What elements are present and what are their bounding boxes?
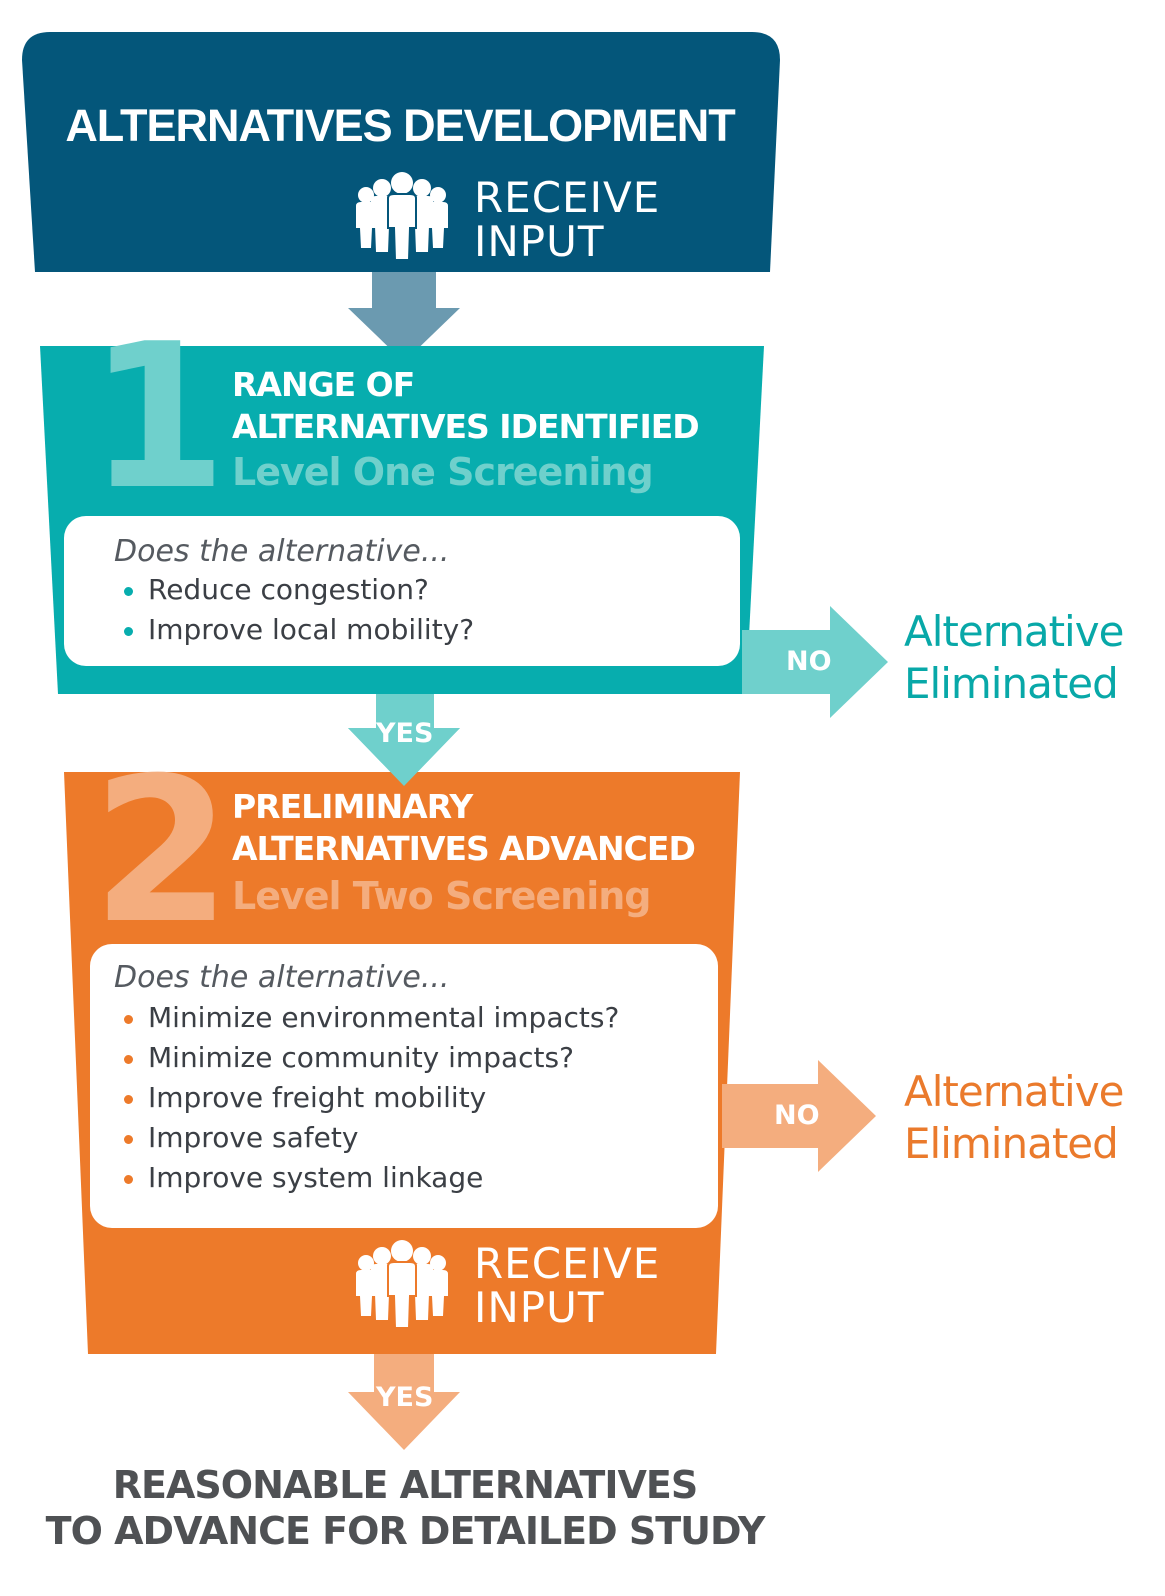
level2-criteria-card: Does the alternative... Minimize environ…	[90, 944, 718, 1228]
eliminated-line2: Eliminated	[904, 659, 1119, 708]
eliminated-line1: Alternative	[904, 607, 1124, 656]
level2-heading: PRELIMINARY ALTERNATIVES ADVANCED	[232, 786, 696, 870]
level2-yes-label: YES	[376, 1382, 434, 1413]
criterion-text: Improve freight mobility	[148, 1081, 487, 1114]
level2-eliminated: Alternative Eliminated	[904, 1066, 1124, 1170]
criterion-text: Improve local mobility?	[148, 613, 475, 646]
level2-number: 2	[92, 735, 232, 968]
people-group-icon	[356, 1240, 448, 1328]
bullet-dot	[124, 587, 133, 596]
list-item: Minimize community impacts?	[114, 1038, 619, 1078]
receive-line2: INPUT	[474, 217, 605, 266]
criterion-text: Minimize environmental impacts?	[148, 1001, 620, 1034]
list-item: Reduce congestion?	[114, 570, 474, 610]
level2-no-label: NO	[774, 1100, 820, 1131]
final-line2: TO ADVANCE FOR DETAILED STUDY	[45, 1509, 766, 1553]
level2-subtitle: Level Two Screening	[232, 874, 651, 918]
bullet-dot	[124, 1135, 133, 1144]
level2-criteria-list: Minimize environmental impacts? Minimize…	[114, 998, 619, 1198]
list-item: Minimize environmental impacts?	[114, 998, 619, 1038]
criterion-text: Improve safety	[148, 1121, 359, 1154]
final-line1: REASONABLE ALTERNATIVES	[112, 1463, 698, 1507]
level1-subtitle: Level One Screening	[232, 450, 654, 494]
level2-heading-line2: ALTERNATIVES ADVANCED	[232, 829, 696, 868]
level1-heading: RANGE OF ALTERNATIVES IDENTIFIED	[232, 364, 700, 448]
receive-line1: RECEIVE	[474, 1239, 661, 1288]
top-banner	[22, 32, 780, 272]
bullet-dot	[124, 1095, 133, 1104]
arrow-down-1	[348, 272, 460, 362]
list-item: Improve freight mobility	[114, 1078, 619, 1118]
bullet-dot	[124, 627, 133, 636]
criterion-text: Improve system linkage	[148, 1161, 484, 1194]
receive-line2: INPUT	[474, 1283, 605, 1332]
level2-no-arrow	[722, 1060, 876, 1172]
level1-yes-label: YES	[376, 718, 434, 749]
level2-yes-arrow	[348, 1354, 460, 1450]
level1-criteria-card: Does the alternative... Reduce congestio…	[64, 516, 740, 666]
final-outcome: REASONABLE ALTERNATIVES TO ADVANCE FOR D…	[20, 1462, 790, 1554]
list-item: Improve safety	[114, 1118, 619, 1158]
bullet-dot	[124, 1175, 133, 1184]
top-title: ALTERNATIVES DEVELOPMENT	[65, 100, 735, 151]
criterion-text: Minimize community impacts?	[148, 1041, 574, 1074]
level1-no-label: NO	[786, 646, 832, 677]
level1-yes-arrow-tip	[348, 728, 460, 786]
level1-heading-line1: RANGE OF	[232, 365, 415, 404]
people-group-icon	[356, 172, 448, 260]
eliminated-line1: Alternative	[904, 1067, 1124, 1116]
receive-input-bottom: RECEIVE INPUT	[474, 1242, 660, 1330]
level1-no-arrow	[742, 606, 888, 718]
level1-criteria-list: Reduce congestion? Improve local mobilit…	[114, 570, 474, 650]
receive-input-top: RECEIVE INPUT	[474, 176, 660, 264]
level1-heading-line2: ALTERNATIVES IDENTIFIED	[232, 407, 700, 446]
level1-number: 1	[88, 301, 228, 534]
level2-heading-line1: PRELIMINARY	[232, 787, 473, 826]
level2-intro: Does the alternative...	[114, 960, 450, 995]
list-item: Improve local mobility?	[114, 610, 474, 650]
criterion-text: Reduce congestion?	[148, 573, 429, 606]
level1-intro: Does the alternative...	[114, 534, 450, 569]
bullet-dot	[124, 1015, 133, 1024]
eliminated-line2: Eliminated	[904, 1119, 1119, 1168]
bullet-dot	[124, 1055, 133, 1064]
level1-eliminated: Alternative Eliminated	[904, 606, 1124, 710]
list-item: Improve system linkage	[114, 1158, 619, 1198]
receive-line1: RECEIVE	[474, 173, 661, 222]
